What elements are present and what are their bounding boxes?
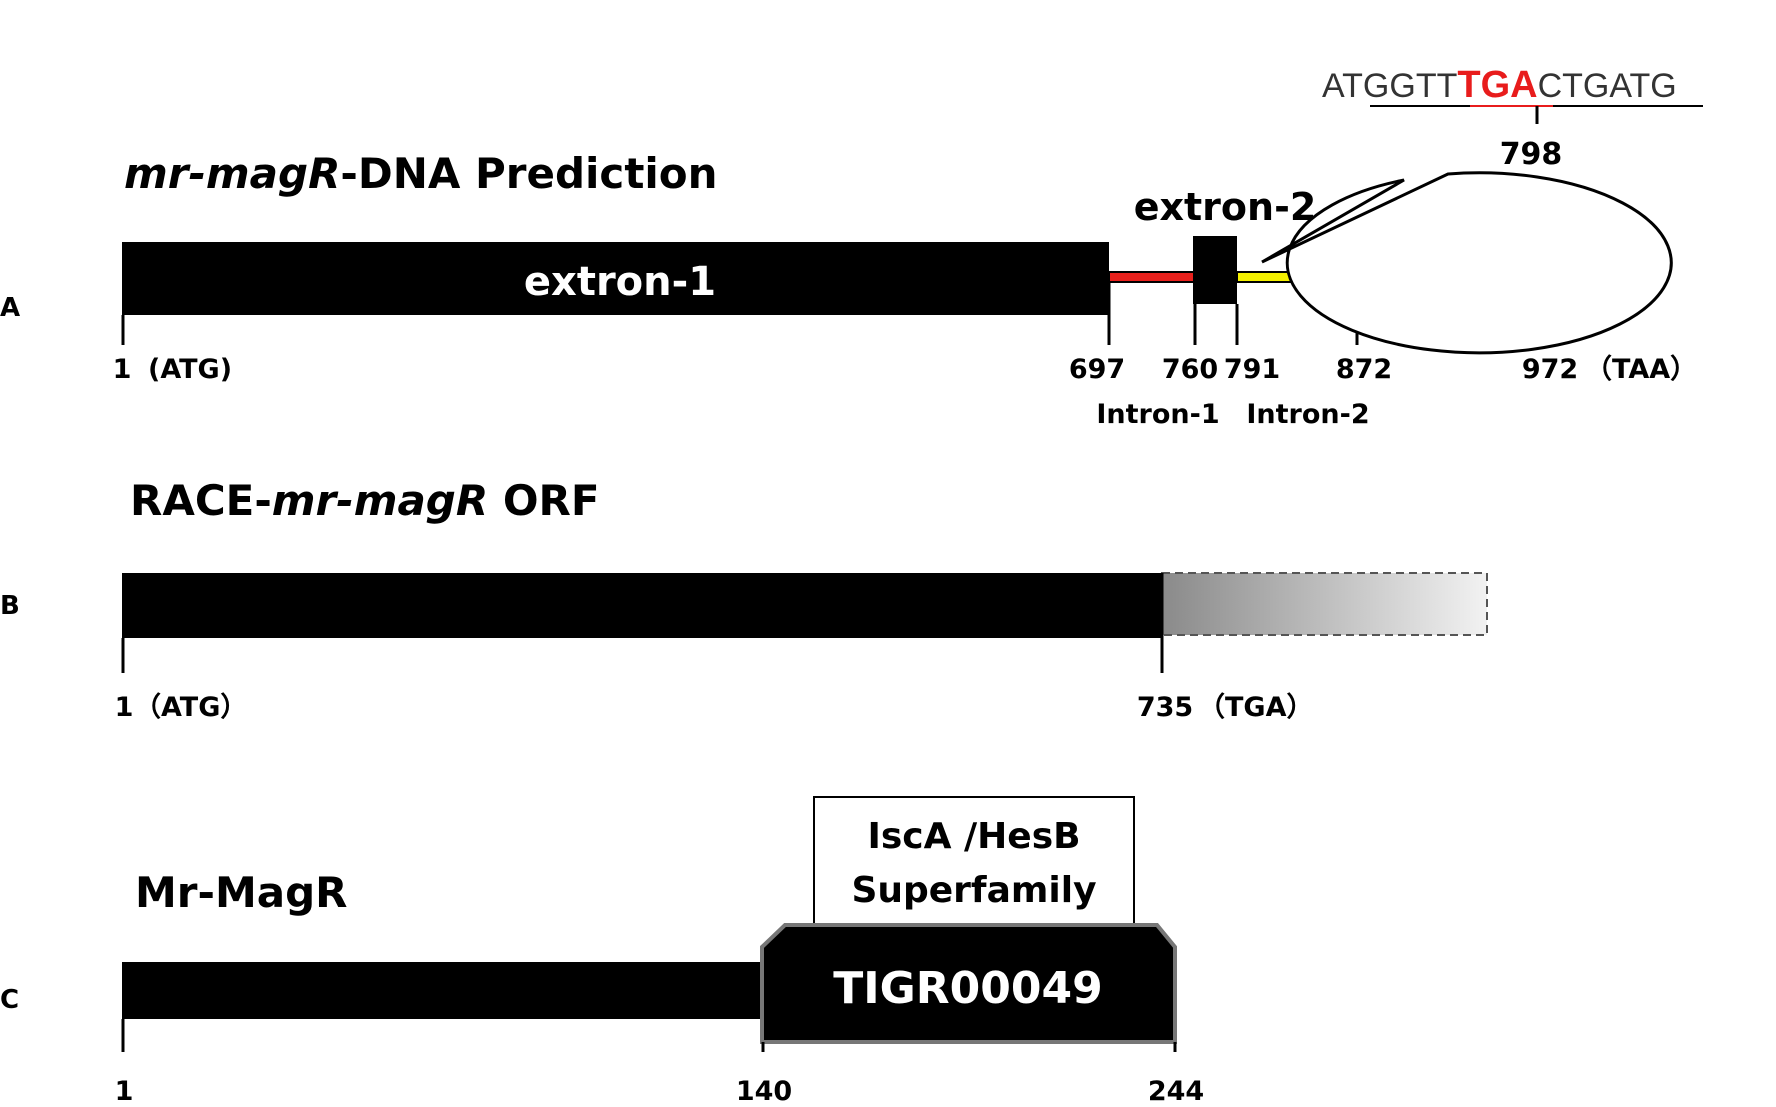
pos-c-244: 244 (1148, 1076, 1204, 1107)
exon-2-block (1193, 236, 1237, 304)
stop-codon-a: （TAA） (1585, 354, 1697, 385)
pos-c-1: 1 (115, 1076, 134, 1107)
panel-a-title-italic: mr-magR (124, 149, 340, 198)
domain-label: TIGR00049 (833, 963, 1102, 1014)
panel-b-title-rest: ORF (488, 476, 599, 525)
callout-bubble (1261, 171, 1673, 355)
pos-a-872: 872 (1336, 354, 1392, 385)
pos-a-791: 791 (1224, 354, 1280, 385)
pos-a-1: 1 (113, 354, 132, 385)
exon-1-label: extron-1 (524, 259, 716, 305)
panel-a-letter: A (0, 293, 20, 323)
panel-b-letter: B (0, 591, 20, 621)
intron-1-label: Intron-1 (1096, 399, 1219, 430)
pos-a-760: 760 (1162, 354, 1218, 385)
orf-block (122, 573, 1162, 638)
callout-sequence: ATGGTTTGACTGATG (1322, 64, 1677, 106)
pos-b-1: 1 (115, 692, 134, 723)
pos-c-140: 140 (736, 1076, 792, 1107)
panel-b-title: RACE-mr-magR ORF (130, 476, 600, 525)
exon-1-block (122, 242, 1109, 315)
pos-a-697: 697 (1069, 354, 1125, 385)
panel-c-letter: C (0, 985, 19, 1015)
orf-missing-region (1161, 572, 1488, 636)
seq-suffix: CTGATG (1538, 67, 1677, 105)
callout-position: 798 (1500, 137, 1563, 172)
superfamily-line-1: IscA /HesB (867, 816, 1080, 857)
superfamily-line-2: Superfamily (851, 870, 1096, 911)
start-codon-b: （ATG） (134, 692, 247, 723)
pos-a-972: 972 (1522, 354, 1578, 385)
superfamily-box (813, 796, 1135, 926)
panel-b-title-prefix: RACE- (130, 476, 272, 525)
pos-b-735: 735 (1137, 692, 1193, 723)
start-codon-a: (ATG) (148, 354, 232, 385)
panel-c-title: Mr-MagR (135, 868, 347, 917)
intron-2-label: Intron-2 (1246, 399, 1369, 430)
stop-codon-callout: ATGGTTTGACTGATG 798 (1261, 64, 1703, 355)
intron-1-line (1108, 271, 1196, 283)
panel-a-title: mr-magR-DNA Prediction (124, 149, 718, 198)
exon-2-label: extron-2 (1134, 185, 1317, 229)
seq-highlight: TGA (1457, 64, 1537, 106)
panel-b-title-italic: mr-magR (272, 476, 488, 525)
seq-prefix: ATGGTT (1322, 67, 1457, 105)
protein-backbone (122, 962, 762, 1019)
stop-codon-b: （TGA） (1198, 692, 1313, 723)
panel-a-title-rest: -DNA Prediction (340, 149, 717, 198)
